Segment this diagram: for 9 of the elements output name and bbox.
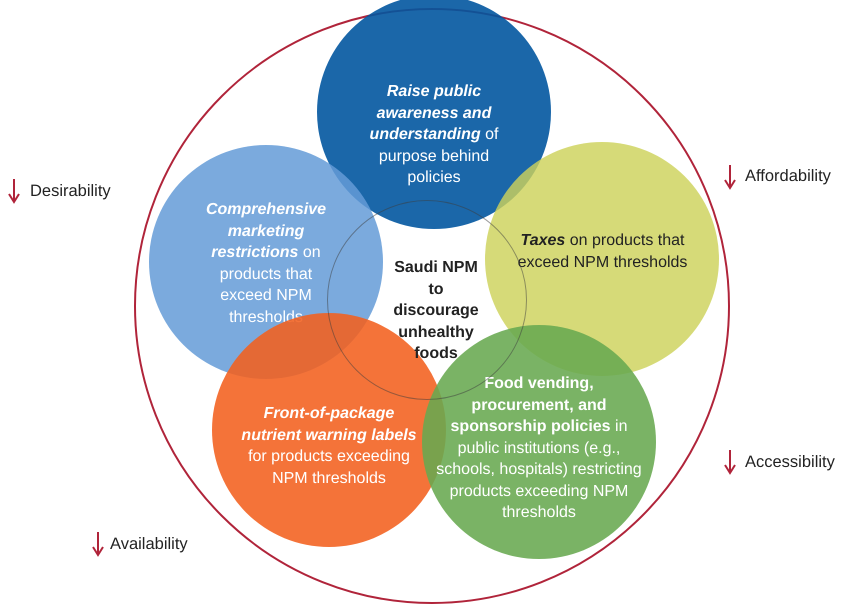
circle-label: Comprehensive marketing restrictions on products that exceed NPM thresholds xyxy=(204,200,328,328)
circle-label: Front-of-package nutrient warning labels for products exceeding NPM thresholds xyxy=(240,404,418,488)
circle-label: Raise public awareness and understanding of purpose behind policies xyxy=(368,82,500,188)
circle-label: Taxes on products that exceed NPM thresholds xyxy=(516,231,688,272)
circle-label: Food vending, procurement, and sponsorship policies in public institutions (e.g., schools, hospitals) restricting products exceeding NPM thresholds xyxy=(435,374,643,523)
factor-label: Availability xyxy=(110,535,188,554)
factor-label: Affordability xyxy=(745,167,831,186)
factor-label: Desirability xyxy=(30,182,111,201)
factor-label: Accessibility xyxy=(745,453,835,472)
